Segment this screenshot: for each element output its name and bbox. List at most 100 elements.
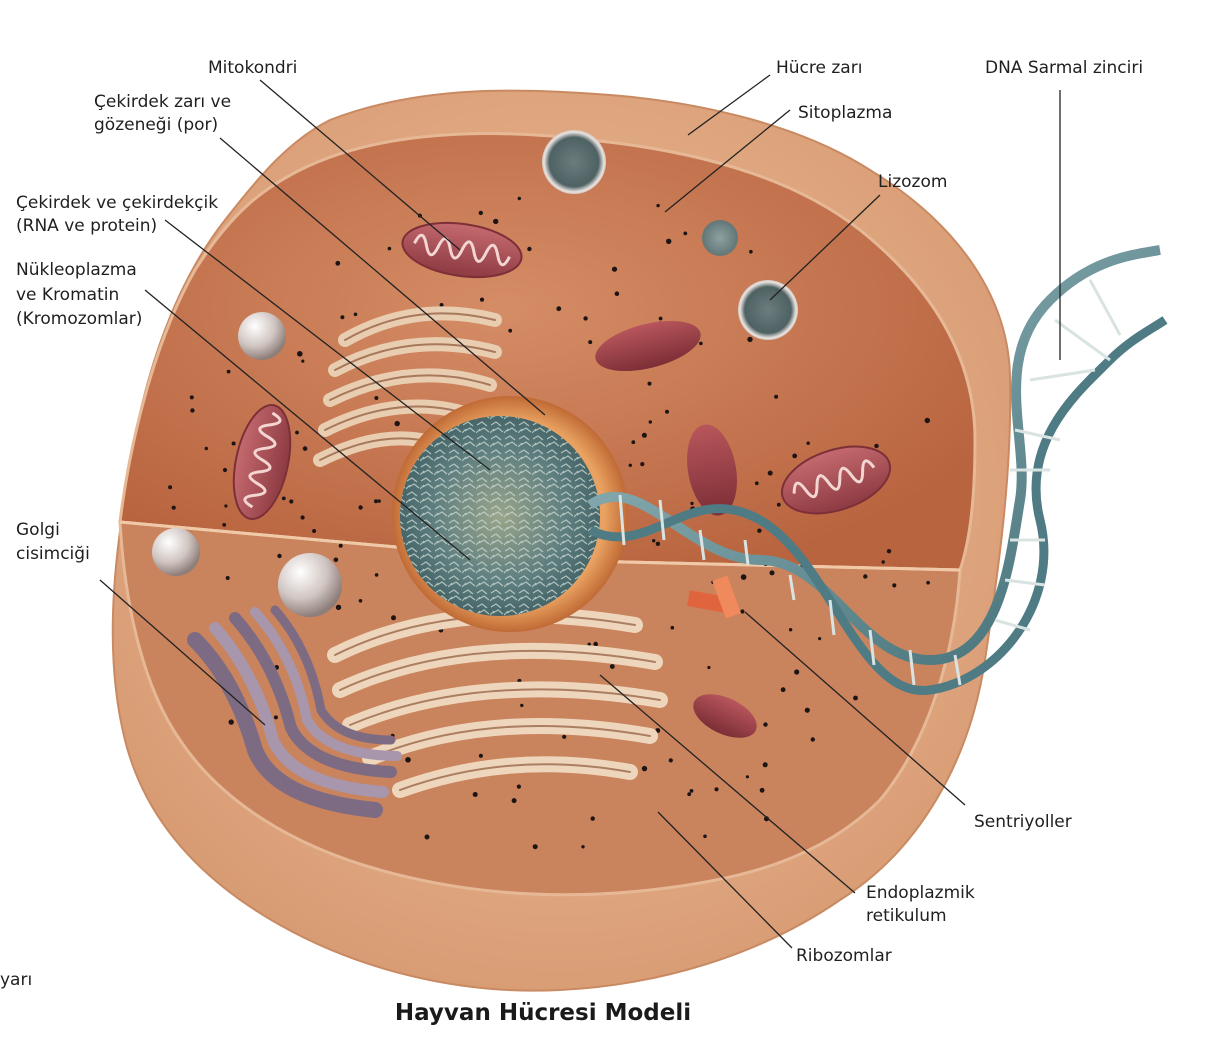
ribosome-dot [806, 441, 810, 445]
ribosome-dot [340, 315, 345, 320]
label-sentriyoller: Sentriyoller [974, 812, 1072, 832]
ribosome-dot [472, 792, 478, 797]
ribosome-dot [754, 481, 759, 486]
ribosome-dot [335, 604, 342, 610]
ribosome-dot [338, 543, 343, 548]
ribosome-dot [226, 369, 231, 374]
ribosome-dot [792, 453, 798, 459]
ribosome-dot [794, 669, 800, 675]
ribosome-dot [168, 485, 173, 490]
cropped-edge-text: yarı [0, 970, 33, 990]
centrioles [687, 575, 741, 619]
vesicle-rod-2 [687, 424, 737, 516]
label-nucleolus-line1: Çekirdek ve çekirdekçik [16, 193, 219, 213]
ribosome-dot [892, 583, 897, 588]
mitochondrion-left [232, 404, 292, 520]
label-mitokondri: Mitokondri [208, 58, 298, 78]
ribosome-dot [224, 504, 228, 508]
ribosome-dot [687, 792, 692, 797]
ribosome-dot [374, 573, 379, 577]
ribosome-dot [780, 687, 786, 693]
ribosome-dot [658, 316, 663, 321]
label-nuclear-envelope-line2: gözeneği (por) [94, 115, 219, 135]
ribosome-dot [583, 316, 588, 321]
vesicle-ball-2 [152, 528, 200, 576]
ribosome-dot [611, 266, 618, 272]
ribosome-dot [703, 834, 707, 839]
ribosome-dot [886, 549, 892, 554]
ribosome-dot [707, 665, 711, 670]
ribosome-dot [374, 396, 379, 400]
ribosome-dot [665, 409, 669, 414]
ribosome-dot [668, 758, 673, 763]
lysosome-top [542, 130, 606, 194]
ribosome-dot [353, 312, 358, 317]
ribosome-dot [648, 420, 652, 424]
ribosome-dot [762, 762, 768, 768]
ribosome-dot [655, 541, 661, 546]
ribosome-dot [818, 637, 822, 641]
ribosome-dot [281, 496, 286, 501]
ribosome-dot [656, 203, 660, 208]
ribosome-dot [628, 463, 632, 467]
ribosome-dot [614, 291, 620, 297]
ribosome-dot [641, 765, 648, 772]
mitochondrion-right [780, 445, 892, 515]
label-sitoplazma: Sitoplazma [798, 103, 893, 123]
ribosome-dot [740, 609, 745, 614]
ribosome-dot [581, 845, 585, 849]
ribosome-dot [222, 467, 228, 473]
ribosome-dot [479, 297, 485, 302]
ribosome-dot [631, 440, 636, 445]
label-nucleoplasm-line1: Nükleoplazma [16, 260, 137, 280]
ribosome-dot [757, 528, 762, 533]
ribosome-dot [745, 775, 750, 779]
ribosome-dot [562, 734, 567, 739]
ribosome-dot [297, 351, 303, 357]
ribosome-dot [424, 834, 430, 840]
ribosome-dot [588, 340, 593, 345]
ribosome-dot [300, 515, 305, 520]
ribosome-dot [301, 359, 305, 363]
ribosome-dot [666, 238, 672, 244]
ribosome-dot [788, 628, 793, 632]
lysosome-right [738, 280, 798, 340]
ribosome-dot [804, 707, 810, 713]
ribosome-dot [699, 341, 703, 346]
label-er-line2: retikulum [866, 906, 947, 926]
ribosome-dot [747, 336, 753, 343]
ribosome-dot [670, 625, 675, 630]
ribosome-dot [520, 703, 524, 708]
ribosome-dot [394, 420, 400, 427]
ribosome-dot [222, 523, 227, 527]
ribosome-dot [774, 394, 779, 399]
ribosome-dot [863, 574, 868, 579]
ribosome-dot [493, 218, 499, 225]
ribosome-dot [641, 432, 647, 438]
label-nucleoplasm-line2: ve Kromatin [16, 285, 120, 305]
ribosome-dot [508, 328, 513, 333]
leader-lines [99, 74, 1061, 949]
ribosome-dot [527, 246, 532, 252]
ribosome-dot [874, 443, 879, 449]
label-nuclear-envelope-line1: Çekirdek zarı ve [94, 92, 232, 112]
vesicle-ball-1 [238, 312, 286, 360]
label-nucleolus-line2: (RNA ve protein) [16, 216, 158, 236]
ribosome-dot [358, 599, 363, 603]
ribosome-dot [231, 441, 236, 446]
mitochondrion-top [401, 221, 523, 279]
ribosome-dot [647, 381, 652, 386]
ribosome-dot [289, 499, 294, 504]
label-golgi-line1: Golgi [16, 520, 60, 540]
ribosome-dot [881, 560, 885, 564]
ribosome-dot [776, 502, 781, 507]
ribosome-dot [924, 417, 930, 424]
ribosome-dot [333, 557, 339, 563]
ribosome-dot [853, 695, 858, 701]
ribosome-dot [511, 798, 517, 804]
ribosome-dot [926, 580, 930, 585]
ribosome-dot [556, 306, 562, 312]
ribosome-dot [377, 499, 381, 503]
ribosome-dot [593, 641, 598, 647]
vesicle-rod-1 [595, 320, 701, 372]
